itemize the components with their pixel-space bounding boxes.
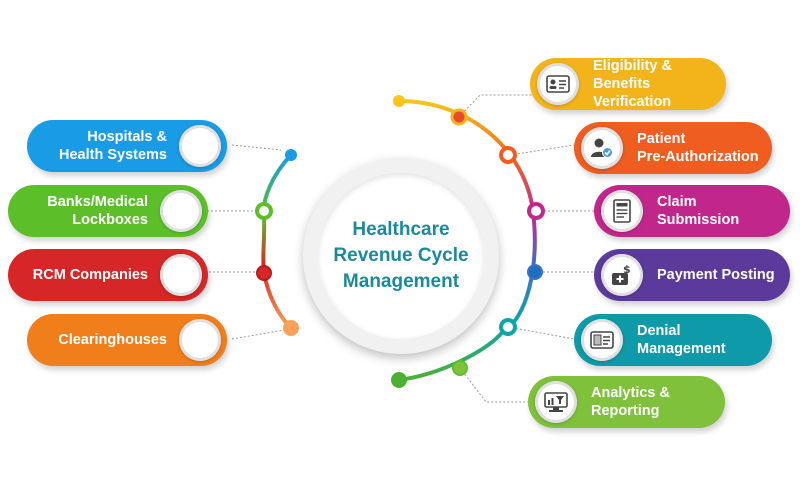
- item-banks-medical-lockboxes[interactable]: Banks/Medical Lockboxes: [8, 185, 208, 237]
- user-check-icon: [581, 127, 623, 169]
- node-claim: [527, 202, 545, 220]
- item-label: RCM Companies: [32, 267, 148, 283]
- arc-endpoint-top: [393, 95, 405, 107]
- denial-form-icon: [581, 319, 623, 361]
- item-patient-preauthorization[interactable]: Patient Pre-Authorization: [574, 122, 772, 174]
- analytics-monitor-icon: [535, 381, 577, 423]
- item-label: Patient Pre-Authorization: [637, 131, 759, 165]
- document-icon: [601, 190, 643, 232]
- item-claim-submission[interactable]: Claim Submission: [594, 185, 790, 237]
- item-label: Payment Posting: [657, 267, 775, 283]
- money-wallet-icon: $: [601, 254, 643, 296]
- node-denial: [499, 318, 517, 336]
- node-clearinghouses: [283, 320, 299, 336]
- item-label: Denial Management: [637, 323, 726, 357]
- circle-badge: [160, 190, 202, 232]
- item-eligibility-benefits[interactable]: Eligibility & Benefits Verification: [530, 58, 726, 110]
- center-circle: Healthcare Revenue Cycle Management: [318, 173, 484, 339]
- svg-text:$: $: [623, 263, 631, 276]
- circle-badge: [179, 125, 221, 167]
- item-label: Claim Submission: [657, 194, 740, 228]
- node-rcm: [256, 265, 272, 281]
- node-banks: [255, 202, 273, 220]
- node-analytics: [452, 360, 468, 376]
- item-clearinghouses[interactable]: Clearinghouses: [27, 314, 227, 366]
- item-payment-posting[interactable]: $ Payment Posting: [594, 249, 790, 301]
- circle-badge: [179, 319, 221, 361]
- item-label: Banks/Medical Lockboxes: [47, 194, 148, 228]
- node-payment: [527, 264, 543, 280]
- node-preauth: [499, 146, 517, 164]
- center-title: Healthcare Revenue Cycle Management: [333, 219, 469, 292]
- item-label: Analytics & Reporting: [591, 385, 670, 419]
- item-label: Clearinghouses: [58, 332, 167, 348]
- left-arc: [261, 153, 293, 330]
- arc-endpoint-bottom: [391, 372, 407, 388]
- item-label: Eligibility & Benefits Verification: [593, 58, 672, 110]
- item-rcm-companies[interactable]: RCM Companies: [8, 249, 208, 301]
- id-card-icon: [537, 63, 579, 105]
- item-denial-management[interactable]: Denial Management: [574, 314, 772, 366]
- item-analytics-reporting[interactable]: Analytics & Reporting: [528, 376, 725, 428]
- node-eligibility: [450, 108, 468, 126]
- circle-badge: [160, 254, 202, 296]
- node-hospitals: [285, 149, 297, 161]
- item-label: Hospitals & Health Systems: [59, 129, 167, 163]
- item-hospitals-health-systems[interactable]: Hospitals & Health Systems: [27, 120, 227, 172]
